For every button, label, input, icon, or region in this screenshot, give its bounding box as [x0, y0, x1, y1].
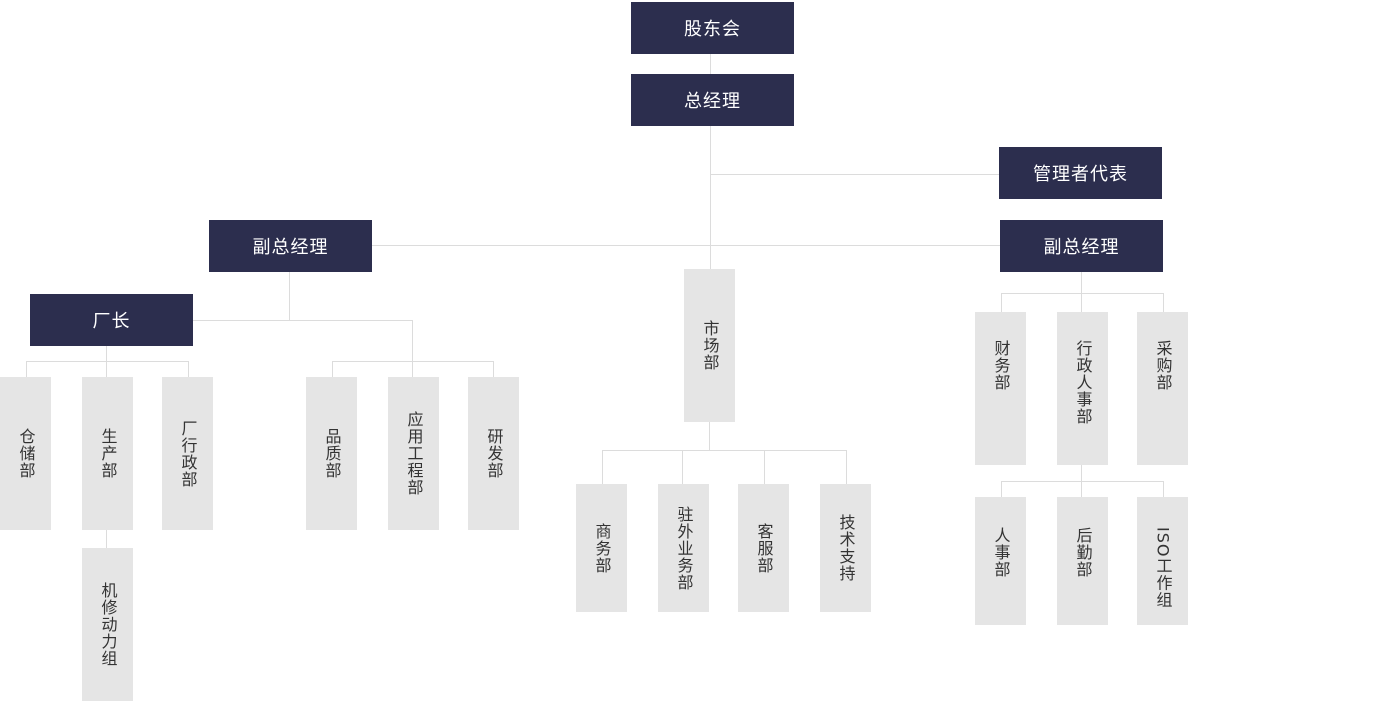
dept-hr-label: 人事部 — [991, 527, 1011, 578]
dept-market-label: 市场部 — [700, 320, 720, 371]
connector-plant-admin — [188, 361, 189, 377]
connector-vp-left-down — [289, 272, 290, 320]
connector-mgmt-rep — [711, 174, 999, 175]
connector-tech-row — [332, 361, 494, 362]
connector-plant-row — [193, 320, 413, 321]
dept-business: 商务部 — [576, 484, 627, 612]
connector-customer-service — [764, 450, 765, 484]
connector-finance — [1001, 293, 1002, 312]
dept-field-service: 驻外业务部 — [658, 484, 709, 612]
plant-manager-box: 厂长 — [30, 294, 193, 346]
connector-market-row — [602, 450, 847, 451]
dept-mech-power: 机修动力组 — [82, 548, 133, 701]
dept-finance-label: 财务部 — [991, 340, 1011, 391]
connector-plant-depts-row — [26, 361, 189, 362]
dept-mech-power-label: 机修动力组 — [98, 582, 118, 667]
dept-logistics: 后勤部 — [1057, 497, 1108, 625]
dept-iso: ISO工作组 — [1137, 497, 1188, 625]
board-box: 股东会 — [631, 2, 794, 54]
connector-hr — [1001, 481, 1002, 497]
gm-box: 总经理 — [631, 74, 794, 126]
connector-vp-row — [372, 245, 1000, 246]
dept-tech-support-label: 技术支持 — [836, 514, 856, 582]
vp-right-label: 副总经理 — [1043, 237, 1120, 258]
dept-hr: 人事部 — [975, 497, 1026, 625]
dept-plant-admin: 厂行政部 — [162, 377, 213, 530]
vp-left-box: 副总经理 — [209, 220, 372, 272]
connector-tech-down — [412, 320, 413, 377]
dept-rnd: 研发部 — [468, 377, 519, 530]
connector-tech-support — [846, 450, 847, 484]
connector-purchasing — [1163, 293, 1164, 312]
dept-customer-service-label: 客服部 — [754, 522, 774, 574]
mgmt-rep-label: 管理者代表 — [1033, 164, 1128, 185]
dept-customer-service: 客服部 — [738, 484, 789, 612]
plant-manager-label: 厂长 — [92, 311, 131, 332]
connector-rnd — [493, 361, 494, 377]
dept-production-label: 生产部 — [98, 428, 118, 479]
dept-warehouse-label: 仓储部 — [16, 428, 36, 479]
dept-field-service-label: 驻外业务部 — [674, 505, 694, 591]
connector-market-down — [709, 422, 710, 450]
dept-admin-hr-label: 行政人事部 — [1073, 340, 1093, 425]
dept-admin-hr: 行政人事部 — [1057, 312, 1108, 465]
dept-quality-label: 品质部 — [322, 428, 342, 479]
mgmt-rep-box: 管理者代表 — [999, 147, 1162, 199]
connector-right-row — [1001, 293, 1164, 294]
dept-purchasing-label: 采购部 — [1153, 340, 1173, 391]
dept-production: 生产部 — [82, 377, 133, 530]
connector-board-gm — [710, 54, 711, 74]
dept-plant-admin-label: 厂行政部 — [178, 419, 198, 488]
dept-app-eng-label: 应用工程部 — [404, 411, 424, 496]
dept-iso-label: ISO工作组 — [1153, 527, 1173, 609]
connector-iso — [1163, 481, 1164, 497]
dept-app-eng: 应用工程部 — [388, 377, 439, 530]
dept-market: 市场部 — [684, 269, 735, 422]
dept-business-label: 商务部 — [592, 522, 612, 574]
gm-label: 总经理 — [684, 91, 741, 112]
dept-quality: 品质部 — [306, 377, 357, 530]
dept-rnd-label: 研发部 — [484, 428, 504, 479]
connector-gm-trunk — [710, 126, 711, 269]
vp-right-box: 副总经理 — [1000, 220, 1163, 272]
dept-warehouse: 仓储部 — [0, 377, 51, 530]
connector-production-mech — [106, 530, 107, 548]
connector-field-service — [682, 450, 683, 484]
connector-warehouse — [26, 361, 27, 377]
connector-quality — [332, 361, 333, 377]
board-label: 股东会 — [684, 19, 741, 40]
connector-vp-right-down — [1081, 272, 1082, 312]
connector-business — [602, 450, 603, 484]
connector-admin-row — [1001, 481, 1164, 482]
dept-finance: 财务部 — [975, 312, 1026, 465]
dept-tech-support: 技术支持 — [820, 484, 871, 612]
dept-purchasing: 采购部 — [1137, 312, 1188, 465]
dept-logistics-label: 后勤部 — [1073, 527, 1093, 578]
vp-left-label: 副总经理 — [252, 237, 329, 258]
